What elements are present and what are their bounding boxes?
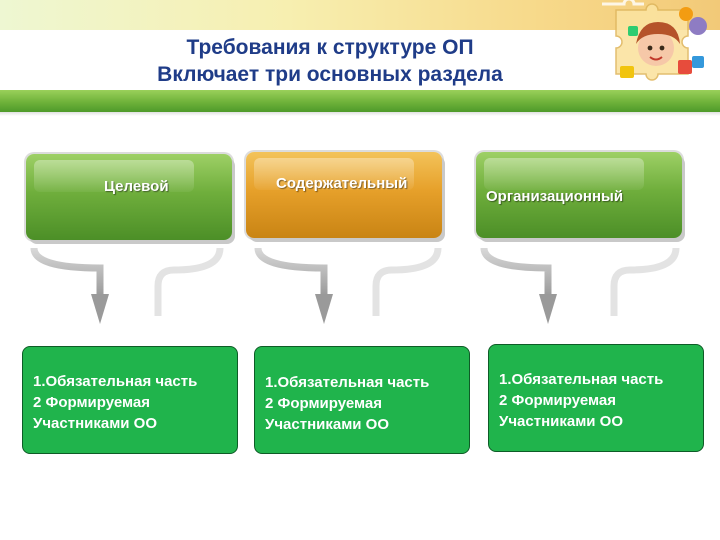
- header-green-bar: [0, 90, 720, 112]
- content-item: 1.Обязательная часть: [265, 374, 430, 391]
- section-label-organizational: Организационный: [486, 188, 624, 205]
- slide-title: Требования к структуре ОП Включает три о…: [60, 34, 600, 88]
- title-line-2: Включает три основных раздела: [157, 63, 503, 86]
- content-item: Участниками ОО: [33, 415, 158, 432]
- arrowhead-3: [539, 294, 557, 324]
- section-box-content: Содержательный: [246, 152, 442, 238]
- header-bar-shadow: [0, 112, 720, 116]
- content-item: 1.Обязательная часть: [499, 371, 664, 388]
- content-box-organizational: 1.Обязательная часть 2 Формируемая Участ…: [488, 344, 704, 452]
- content-item: 2 Формируемая: [33, 394, 151, 411]
- connector-1-right: [154, 247, 224, 316]
- content-item: Участниками ОО: [499, 413, 624, 430]
- connector-3-right: [610, 247, 680, 316]
- title-band: [0, 30, 720, 88]
- connector-1-left: [30, 247, 104, 296]
- puzzle-children-illustration-icon: [598, 0, 720, 92]
- content-item: 2 Формируемая: [499, 392, 617, 409]
- title-line-1: Требования к структуре ОП: [186, 36, 474, 59]
- section-label-content: Содержательный: [276, 175, 408, 192]
- content-box-content: 1.Обязательная часть 2 Формируемая Участ…: [254, 346, 470, 454]
- section-box-target: Целевой: [26, 154, 232, 240]
- connector-2-right: [372, 247, 442, 316]
- content-item: 1.Обязательная часть: [33, 373, 198, 390]
- section-box-organizational: Организационный: [476, 152, 682, 238]
- connector-3-left: [480, 247, 552, 296]
- arrowhead-1: [91, 294, 109, 324]
- content-item: 2 Формируемая: [265, 395, 383, 412]
- header-gradient: [0, 0, 720, 30]
- content-item: Участниками ОО: [265, 416, 390, 433]
- content-box-target: 1.Обязательная часть 2 Формируемая Участ…: [22, 346, 238, 454]
- connector-2-left: [254, 247, 328, 296]
- section-label-target: Целевой: [104, 178, 169, 195]
- arrowhead-2: [315, 294, 333, 324]
